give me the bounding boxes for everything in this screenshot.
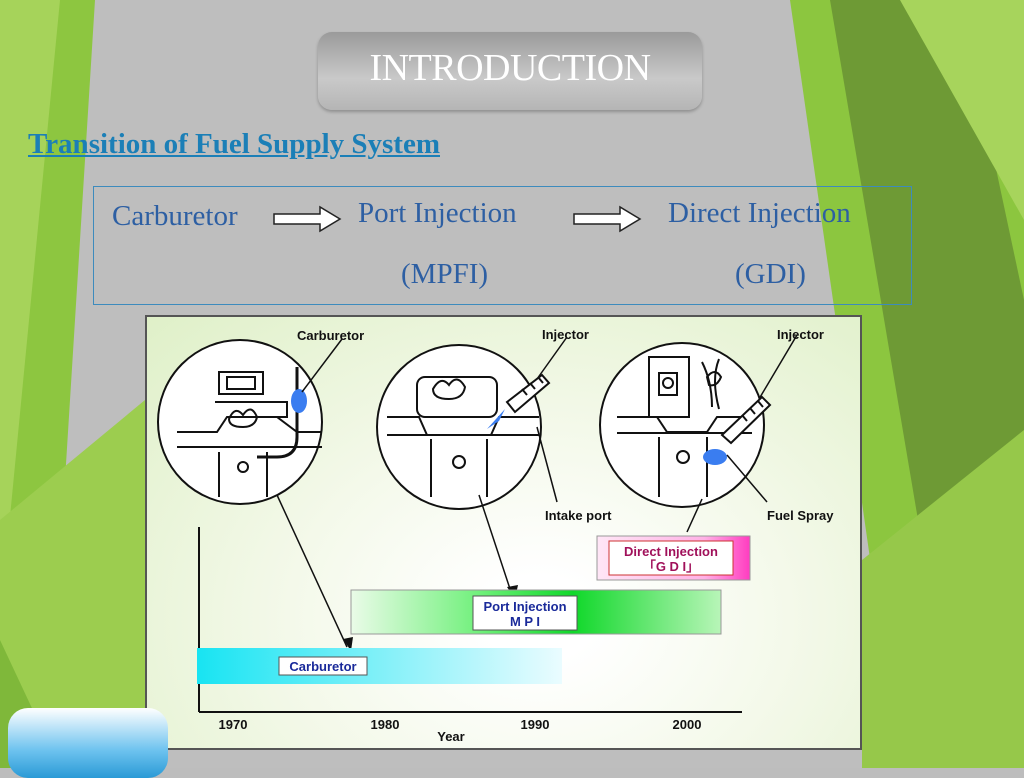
injector-callout-mpi: Injector xyxy=(542,327,589,342)
flow-step-direct-injection: Direct Injection xyxy=(668,197,851,229)
year-tick-1970: 1970 xyxy=(219,717,248,732)
callout-lines xyxy=(276,334,798,648)
x-axis-label: Year xyxy=(437,729,464,744)
carburetor-bar-label: Carburetor xyxy=(289,659,356,674)
direct-injection-bar-label: Direct Injection xyxy=(624,544,718,559)
year-tick-1990: 1990 xyxy=(521,717,550,732)
carburetor-engine-icon xyxy=(157,339,323,505)
intake-port-callout: Intake port xyxy=(545,508,612,523)
right-arrow-icon xyxy=(573,205,642,233)
direct-injection-bar-abbrev: 「G D I」 xyxy=(643,559,699,574)
flow-step-direct-injection-abbrev: (GDI) xyxy=(735,258,806,290)
year-tick-2000: 2000 xyxy=(673,717,702,732)
injector-callout-gdi: Injector xyxy=(777,327,824,342)
port-injection-bar-abbrev: M P I xyxy=(510,614,540,629)
flow-box xyxy=(93,186,912,305)
port-injection-bar-label: Port Injection xyxy=(483,599,566,614)
right-arrow-icon xyxy=(273,205,342,233)
fuel-system-diagram: Carburetor Injector Injector Intake port… xyxy=(145,315,862,750)
port-injection-engine-icon xyxy=(376,344,551,510)
title-box: INTRODUCTION xyxy=(318,32,702,110)
direct-injection-engine-icon xyxy=(599,342,772,508)
decorative-tab xyxy=(8,708,168,778)
section-subtitle: Transition of Fuel Supply System xyxy=(28,128,440,160)
fuel-spray-callout: Fuel Spray xyxy=(767,508,834,523)
flow-step-carburetor: Carburetor xyxy=(112,200,238,232)
year-tick-1980: 1980 xyxy=(371,717,400,732)
flow-step-port-injection-abbrev: (MPFI) xyxy=(401,258,489,290)
flow-step-port-injection: Port Injection xyxy=(358,197,517,229)
diagram-illustration: Carburetor Injector Injector Intake port… xyxy=(157,327,834,744)
carburetor-era-bar xyxy=(197,648,562,684)
slide-title: INTRODUCTION xyxy=(369,47,651,89)
carburetor-callout: Carburetor xyxy=(297,328,364,343)
